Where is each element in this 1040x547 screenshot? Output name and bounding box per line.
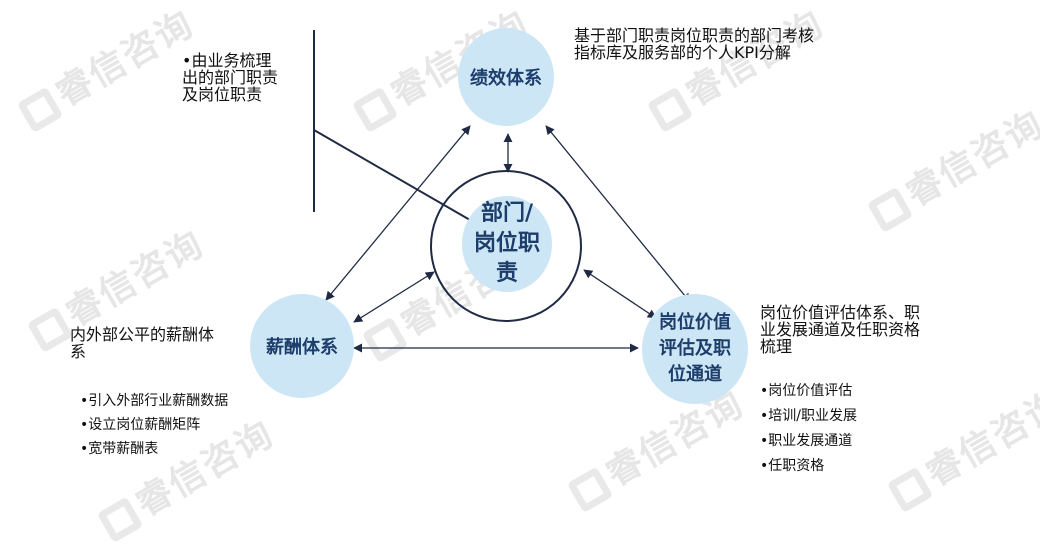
note-top-left: •由业务梳理 出的部门职责 及岗位职责 xyxy=(182,52,278,103)
note-right: 岗位价值评估体系、职 业发展通道及任职资格 梳理 xyxy=(760,304,920,355)
note-line: 基于部门职责岗位职责的部门考核 xyxy=(574,26,815,45)
node-position: 岗位价值评估及职位通道 xyxy=(642,294,748,404)
note-line: 内外部公平的薪酬体 xyxy=(70,325,215,344)
arrow-performance-position xyxy=(545,125,691,303)
bullet-item: •任职资格 xyxy=(760,458,825,474)
node-center: 部门/岗位职责 xyxy=(462,196,552,292)
note-left-bullets: •引入外部行业薪酬数据 •设立岗位薪酬矩阵 •宽带薪酬表 xyxy=(80,394,228,456)
arrow-center-position xyxy=(583,269,657,319)
note-line: 系 xyxy=(70,342,87,361)
bullet-item: •引入外部行业薪酬数据 xyxy=(80,393,229,409)
note-line: 指标库及服务部的个人KPI分解 xyxy=(574,43,791,62)
bullet-item: •培训/职业发展 xyxy=(760,408,857,424)
note-top-right: 基于部门职责岗位职责的部门考核 指标库及服务部的个人KPI分解 xyxy=(574,27,814,61)
diagram-canvas: 睿信咨询 睿信咨询 睿信咨询 睿信咨询 睿信咨询 睿信咨询 睿信咨询 睿信咨询 … xyxy=(16,3,1040,544)
bullet-item: •职业发展通道 xyxy=(760,433,853,449)
note-line: 出的部门职责 xyxy=(182,68,279,87)
arrow-performance-salary xyxy=(325,125,471,301)
note-left: 内外部公平的薪酬体 系 xyxy=(70,326,214,360)
note-line: 岗位价值评估体系、职 xyxy=(760,303,921,322)
note-line: •由业务梳理 xyxy=(182,51,272,70)
bullet-item: •设立岗位薪酬矩阵 xyxy=(80,417,201,433)
node-salary: 薪酬体系 xyxy=(250,294,354,398)
center-ring xyxy=(430,170,582,322)
node-performance: 绩效体系 xyxy=(458,28,554,126)
arrow-center-salary xyxy=(353,271,435,323)
note-line: 梳理 xyxy=(760,337,793,356)
bullet-item: •岗位价值评估 xyxy=(760,383,853,399)
bullet-item: •宽带薪酬表 xyxy=(80,441,159,457)
note-line: 及岗位职责 xyxy=(182,85,263,104)
note-line: 业发展通道及任职资格 xyxy=(760,320,921,339)
note-right-bullets: •岗位价值评估 •培训/职业发展 •职业发展通道 •任职资格 xyxy=(760,384,857,473)
